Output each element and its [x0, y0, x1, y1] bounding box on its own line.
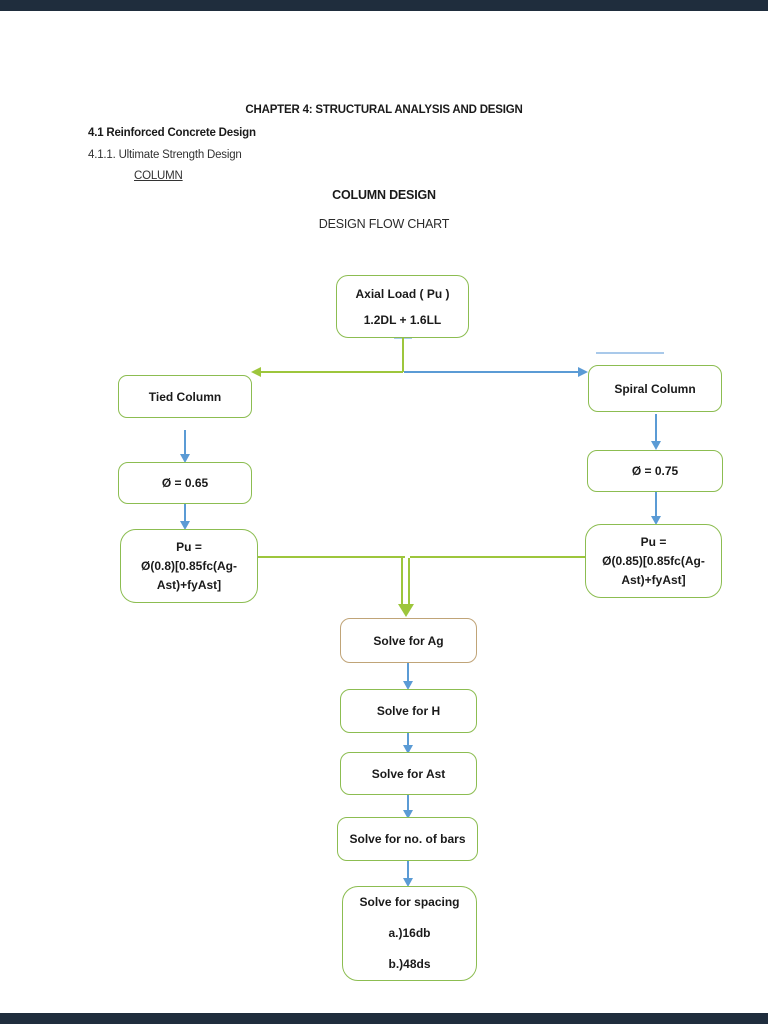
- node-solve-spacing: Solve for spacing a.)16db b.)48ds: [342, 886, 477, 981]
- axial-load-line1: Axial Load ( Pu ): [355, 286, 450, 301]
- arrowhead-to-spiral-column: [578, 367, 588, 377]
- connector-bars-to-spacing: [407, 861, 409, 879]
- pu-spiral-line3: Ast)+fyAst]: [621, 572, 686, 587]
- pu-spiral-line1: Pu =: [640, 534, 667, 549]
- phi-tied-label: Ø = 0.65: [161, 476, 209, 490]
- diagram-subtitle: DESIGN FLOW CHART: [318, 217, 450, 231]
- pu-tied-line1: Pu =: [176, 539, 202, 554]
- node-solve-bars: Solve for no. of bars: [337, 817, 478, 861]
- tied-column-label: Tied Column: [148, 389, 222, 404]
- arrowhead-solve-bars: [403, 810, 413, 819]
- connector-pu-spiral-to-center: [410, 556, 585, 558]
- node-solve-h: Solve for H: [340, 689, 477, 733]
- connector-ast-to-bars: [407, 795, 409, 811]
- arrowhead-solve-spacing: [403, 878, 413, 887]
- connector-ag-to-h: [407, 663, 409, 682]
- connector-stub-above-spiral: [596, 352, 664, 354]
- node-solve-ag: Solve for Ag: [340, 618, 477, 663]
- arrowhead-solve-ast: [403, 745, 413, 754]
- connector-split-right: [404, 371, 578, 373]
- arrowhead-phi-spiral: [651, 441, 661, 450]
- node-tied-column: Tied Column: [118, 375, 252, 418]
- connector-split-left: [261, 371, 403, 373]
- connector-phi-to-pu-tied: [184, 504, 186, 522]
- spiral-column-label: Spiral Column: [614, 381, 696, 396]
- axial-load-line2: 1.2DL + 1.6LL: [363, 312, 442, 327]
- solve-spacing-line3: b.)48ds: [388, 957, 431, 971]
- solve-ag-label: Solve for Ag: [373, 633, 444, 648]
- node-phi-spiral: Ø = 0.75: [587, 450, 723, 492]
- topic-label: COLUMN: [134, 170, 183, 182]
- solve-spacing-line2: a.)16db: [388, 926, 431, 940]
- node-spiral-column: Spiral Column: [588, 365, 722, 412]
- solve-ast-label: Solve for Ast: [371, 766, 446, 781]
- arrowhead-solve-h: [403, 681, 413, 690]
- arrowhead-pu-spiral: [651, 516, 661, 525]
- node-solve-ast: Solve for Ast: [340, 752, 477, 795]
- section-heading: 4.1 Reinforced Concrete Design: [88, 127, 256, 139]
- arrowhead-phi-tied: [180, 454, 190, 463]
- connector-pu-tied-to-center: [258, 556, 405, 558]
- connector-center-down-1: [401, 558, 403, 605]
- pu-tied-line2: Ø(0.8)[0.85fc(Ag-: [140, 558, 238, 573]
- connector-spiral-to-phi: [655, 414, 657, 442]
- solve-bars-label: Solve for no. of bars: [349, 832, 466, 846]
- pu-spiral-line2: Ø(0.85)[0.85fc(Ag-: [602, 553, 705, 568]
- node-phi-tied: Ø = 0.65: [118, 462, 252, 504]
- phi-spiral-label: Ø = 0.75: [631, 464, 679, 478]
- chapter-title: CHAPTER 4: STRUCTURAL ANALYSIS AND DESIG…: [245, 104, 523, 116]
- connector-tied-to-phi: [184, 430, 186, 455]
- arrowhead-solve-ag: [398, 604, 414, 617]
- node-axial-load: Axial Load ( Pu ) 1.2DL + 1.6LL: [336, 275, 469, 338]
- node-pu-tied: Pu = Ø(0.8)[0.85fc(Ag- Ast)+fyAst]: [120, 529, 258, 603]
- viewer-top-bar: [0, 0, 768, 11]
- solve-h-label: Solve for H: [376, 704, 441, 718]
- connector-center-down-2: [408, 558, 410, 605]
- solve-spacing-line1: Solve for spacing: [359, 895, 460, 909]
- viewer-bottom-bar: [0, 1013, 768, 1024]
- connector-phi-to-pu-spiral: [655, 492, 657, 517]
- arrowhead-to-tied-column: [251, 367, 261, 377]
- arrowhead-pu-tied: [180, 521, 190, 530]
- connector-h-to-ast: [407, 733, 409, 746]
- pu-tied-line3: Ast)+fyAst]: [156, 577, 222, 592]
- node-pu-spiral: Pu = Ø(0.85)[0.85fc(Ag- Ast)+fyAst]: [585, 524, 722, 598]
- diagram-title: COLUMN DESIGN: [332, 188, 436, 202]
- connector-axial-down: [402, 338, 404, 372]
- subsection-heading: 4.1.1. Ultimate Strength Design: [88, 149, 242, 161]
